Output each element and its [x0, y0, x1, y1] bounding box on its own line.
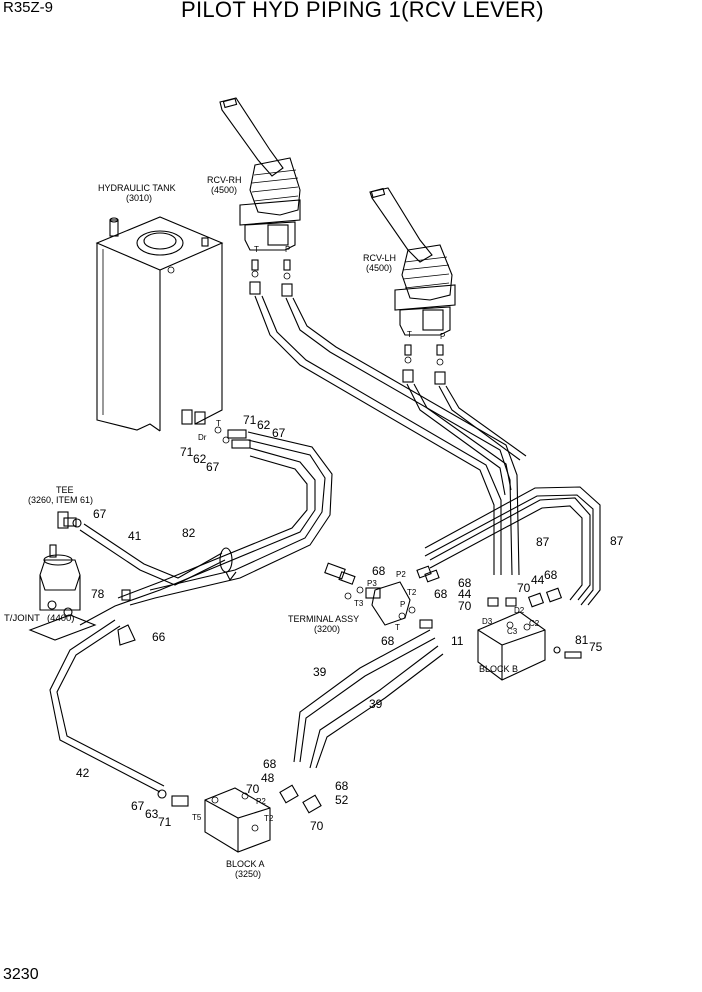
callout-68: 68 [372, 564, 386, 578]
t-joint-label: T/JOINT [4, 613, 40, 624]
hose-39 [293, 629, 444, 769]
port-labels: T P T P T Dr P3 P2 T2 T3 P T D3 C3 D2 C2… [192, 245, 540, 823]
callout-42: 42 [76, 766, 90, 780]
component-labels: HYDRAULIC TANK (3010) RCV-RH (4500) RCV-… [4, 175, 518, 879]
tee-ref: (3260, ITEM 61) [28, 495, 93, 505]
rcv-rh-lever [219, 97, 301, 297]
port-block-a-t5: T5 [192, 813, 202, 822]
t-joint [28, 544, 97, 641]
callout-68: 68 [381, 634, 395, 648]
port-term-p3: P3 [367, 579, 377, 588]
callout-68: 68 [335, 779, 349, 793]
model-code: R35Z-9 [3, 0, 54, 16]
tee-fitting [57, 511, 226, 586]
port-tank-dr: Dr [198, 433, 207, 442]
rcv-lh-ref: (4500) [366, 263, 392, 273]
callout-numbers: 71 62 67 71 62 67 67 41 82 78 66 68 68 6… [76, 413, 624, 833]
page-number: 3230 [3, 966, 39, 983]
callout-39: 39 [313, 665, 327, 679]
callout-44: 44 [458, 587, 472, 601]
port-block-b-d3: D3 [482, 617, 493, 626]
port-block-b-c2: C2 [529, 619, 540, 628]
tee-label: TEE [56, 485, 74, 495]
callout-11: 11 [451, 634, 464, 648]
callout-70: 70 [517, 581, 531, 595]
rcv-lh-lever [369, 187, 456, 385]
callout-66: 66 [152, 630, 166, 644]
port-term-t2: T2 [407, 588, 417, 597]
callout-41: 41 [128, 529, 142, 543]
hydraulic-tank-ref: (3010) [126, 193, 152, 203]
callout-63: 63 [145, 807, 159, 821]
block-b-label: BLOCK B [479, 664, 518, 674]
block-a-ref: (3250) [235, 869, 261, 879]
rcv-lh-label: RCV-LH [363, 253, 396, 263]
callout-71: 71 [243, 413, 257, 427]
callout-71: 71 [180, 445, 194, 459]
callout-70: 70 [310, 819, 324, 833]
rcv-rh-label: RCV-RH [207, 175, 242, 185]
port-block-b-d2: D2 [514, 606, 525, 615]
port-rh-t: T [254, 245, 259, 254]
callout-70: 70 [246, 782, 260, 796]
port-block-a-t2: T2 [264, 814, 274, 823]
port-term-t: T [395, 623, 400, 632]
t-joint-ref: (4400) [47, 613, 74, 624]
port-block-a-p2: P2 [256, 797, 266, 806]
port-term-p2: P2 [396, 570, 406, 579]
callout-87: 87 [536, 535, 550, 549]
lh-hoses [406, 383, 527, 496]
port-term-t3: T3 [354, 599, 364, 608]
callout-67: 67 [272, 426, 286, 440]
terminal-assy-ref: (3200) [314, 624, 340, 634]
callout-68: 68 [544, 568, 558, 582]
callout-68: 68 [263, 757, 277, 771]
hose-42 [49, 589, 165, 793]
terminal-assy [324, 562, 440, 629]
callout-70: 70 [458, 599, 472, 613]
callout-67: 67 [206, 460, 220, 474]
port-rh-p: P [285, 245, 290, 254]
callout-68: 68 [434, 587, 448, 601]
block-a-label: BLOCK A [226, 859, 265, 869]
port-lh-p: P [440, 332, 445, 341]
hydraulic-tank [95, 216, 224, 432]
hose-87 [424, 486, 601, 606]
callout-71: 71 [158, 815, 172, 829]
callout-68: 68 [458, 576, 472, 590]
terminal-assy-label: TERMINAL ASSY [288, 614, 359, 624]
port-tank-t: T [216, 419, 221, 428]
port-term-p: P [400, 600, 405, 609]
rcv-rh-ref: (4500) [211, 185, 237, 195]
callout-81: 81 [575, 633, 589, 647]
hose-82 [79, 431, 333, 626]
callout-67: 67 [131, 799, 145, 813]
page-title: PILOT HYD PIPING 1(RCV LEVER) [181, 0, 544, 22]
callout-78: 78 [91, 587, 105, 601]
block-b [477, 587, 582, 681]
port-block-b-c3: C3 [507, 627, 518, 636]
callout-67: 67 [93, 507, 107, 521]
block-a [157, 784, 322, 853]
callout-62: 62 [257, 418, 271, 432]
callout-75: 75 [589, 640, 603, 654]
callout-39: 39 [369, 697, 383, 711]
callout-48: 48 [261, 771, 275, 785]
callout-87: 87 [610, 534, 624, 548]
callout-62: 62 [193, 452, 207, 466]
callout-52: 52 [335, 793, 349, 807]
port-lh-t: T [407, 330, 412, 339]
callout-82: 82 [182, 526, 196, 540]
hydraulic-tank-label: HYDRAULIC TANK [98, 183, 176, 193]
callout-44: 44 [531, 573, 545, 587]
port-fittings [214, 270, 444, 449]
